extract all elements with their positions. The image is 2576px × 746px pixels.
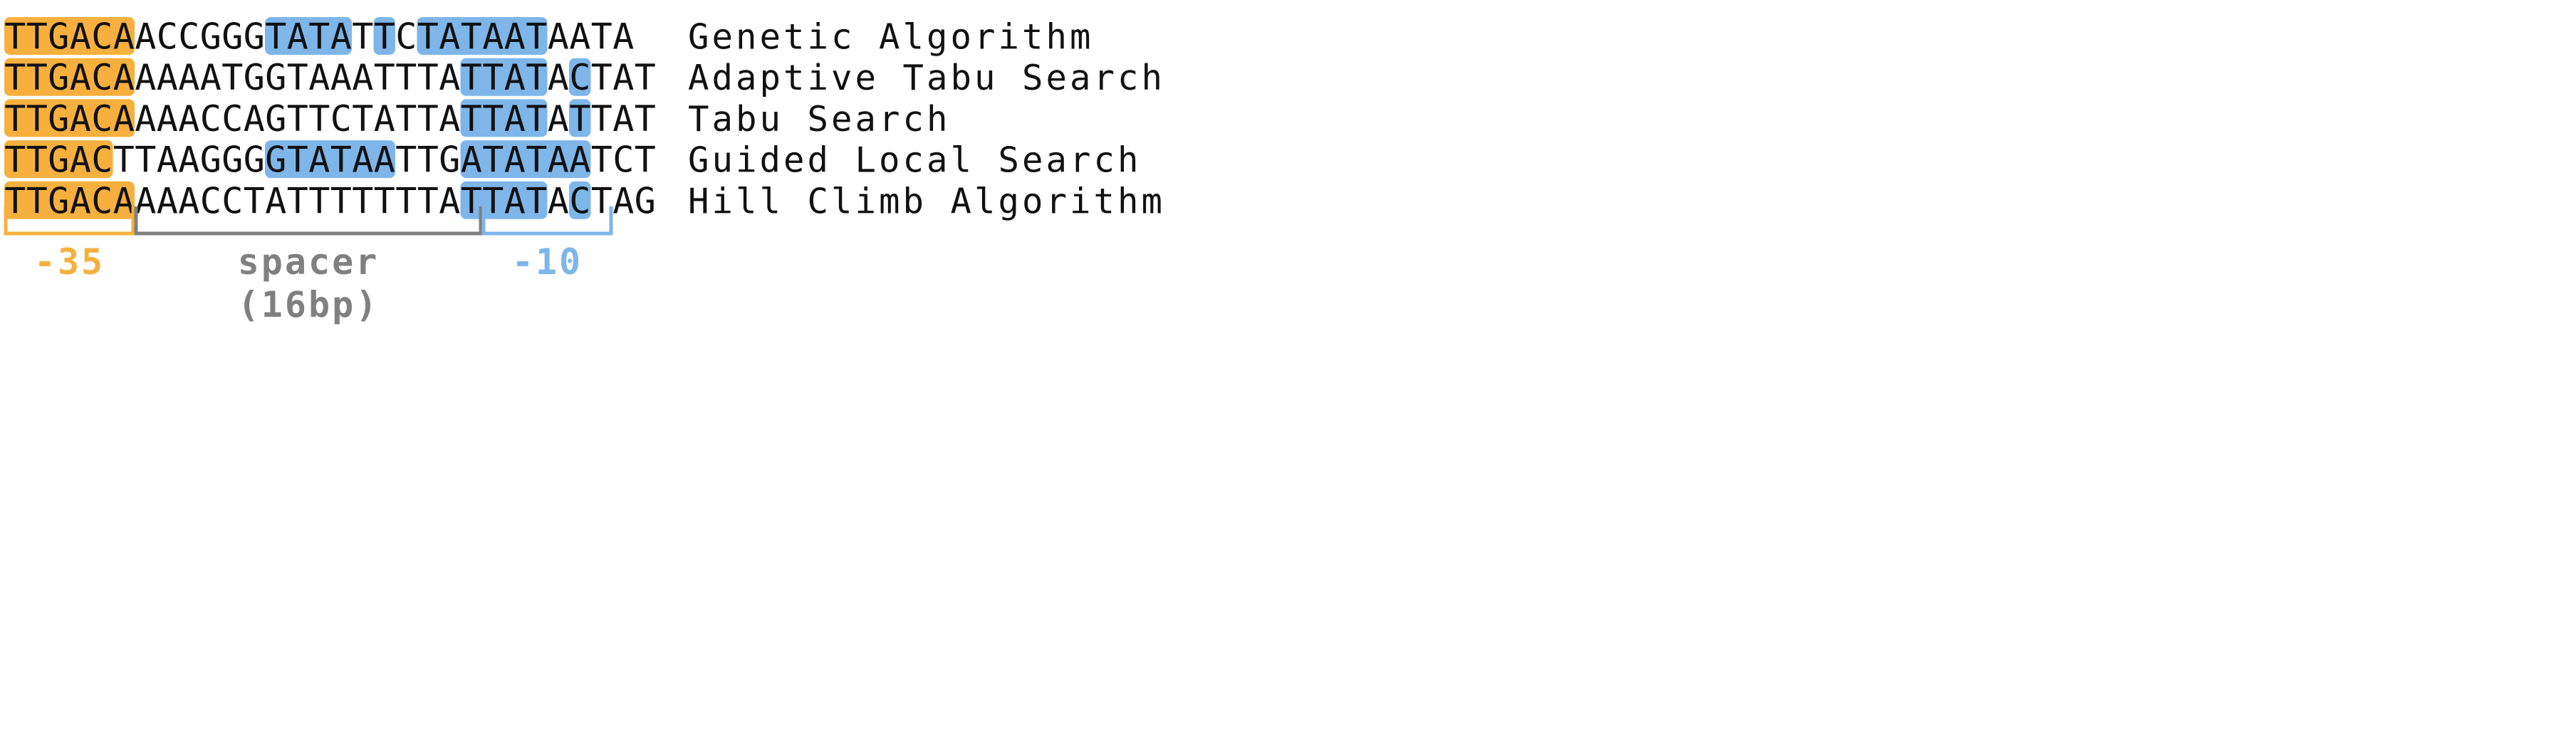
minus10-highlight (265, 17, 352, 55)
algorithm-label: Tabu Search (688, 99, 951, 140)
algorithm-label: Genetic Algorithm (688, 17, 1094, 58)
minus35-highlight (4, 99, 135, 137)
minus10-highlight (569, 99, 591, 137)
bracket-region_10 (481, 206, 613, 236)
bracket-spacer (134, 206, 483, 236)
minus35-highlight (4, 17, 135, 55)
sequence-row: TTGACAAAAATGGTAAATTTATTATACTAT (4, 57, 656, 98)
minus10-highlight (417, 17, 548, 55)
sequence-row: TTGACAAAACCAGTTCTATTATTATATTAT (4, 98, 656, 140)
region-brackets (4, 206, 613, 236)
minus10-highlight (373, 17, 395, 55)
minus10-highlight (460, 140, 591, 179)
algorithm-label: Adaptive Tabu Search (688, 58, 1165, 98)
sequence-row: TTGACAAAACCTATTTTTTTATTATACTAG (4, 180, 656, 221)
sequence-layer: TTGACAACCGGGTATATTCTATAATAATATTGACAAAAAT… (4, 16, 656, 222)
region-labels: -35 spacer(16bp) -10 (34, 241, 583, 325)
algorithm-label: Guided Local Search (688, 140, 1142, 181)
minus10-highlight (460, 58, 548, 96)
minus10-highlight (569, 181, 591, 219)
region-label-region_10: -10 (512, 241, 583, 283)
algorithm-label: Hill Climb Algorithm (688, 181, 1165, 221)
minus35-highlight (4, 181, 135, 219)
region-label-region_35: -35 (34, 241, 105, 283)
minus35-highlight (4, 140, 113, 179)
minus35-highlight (4, 58, 135, 96)
minus10-highlight (265, 140, 395, 179)
minus10-highlight (569, 58, 591, 96)
minus10-highlight (460, 99, 548, 137)
region-label-spacer: spacer(16bp) (238, 241, 380, 325)
sequence-row: TTGACTTAAGGGGTATAATTGATATAATCT (4, 140, 656, 181)
sequence-row: TTGACAACCGGGTATATTCTATAATAATA (4, 16, 634, 58)
bracket-region_35 (4, 206, 135, 236)
